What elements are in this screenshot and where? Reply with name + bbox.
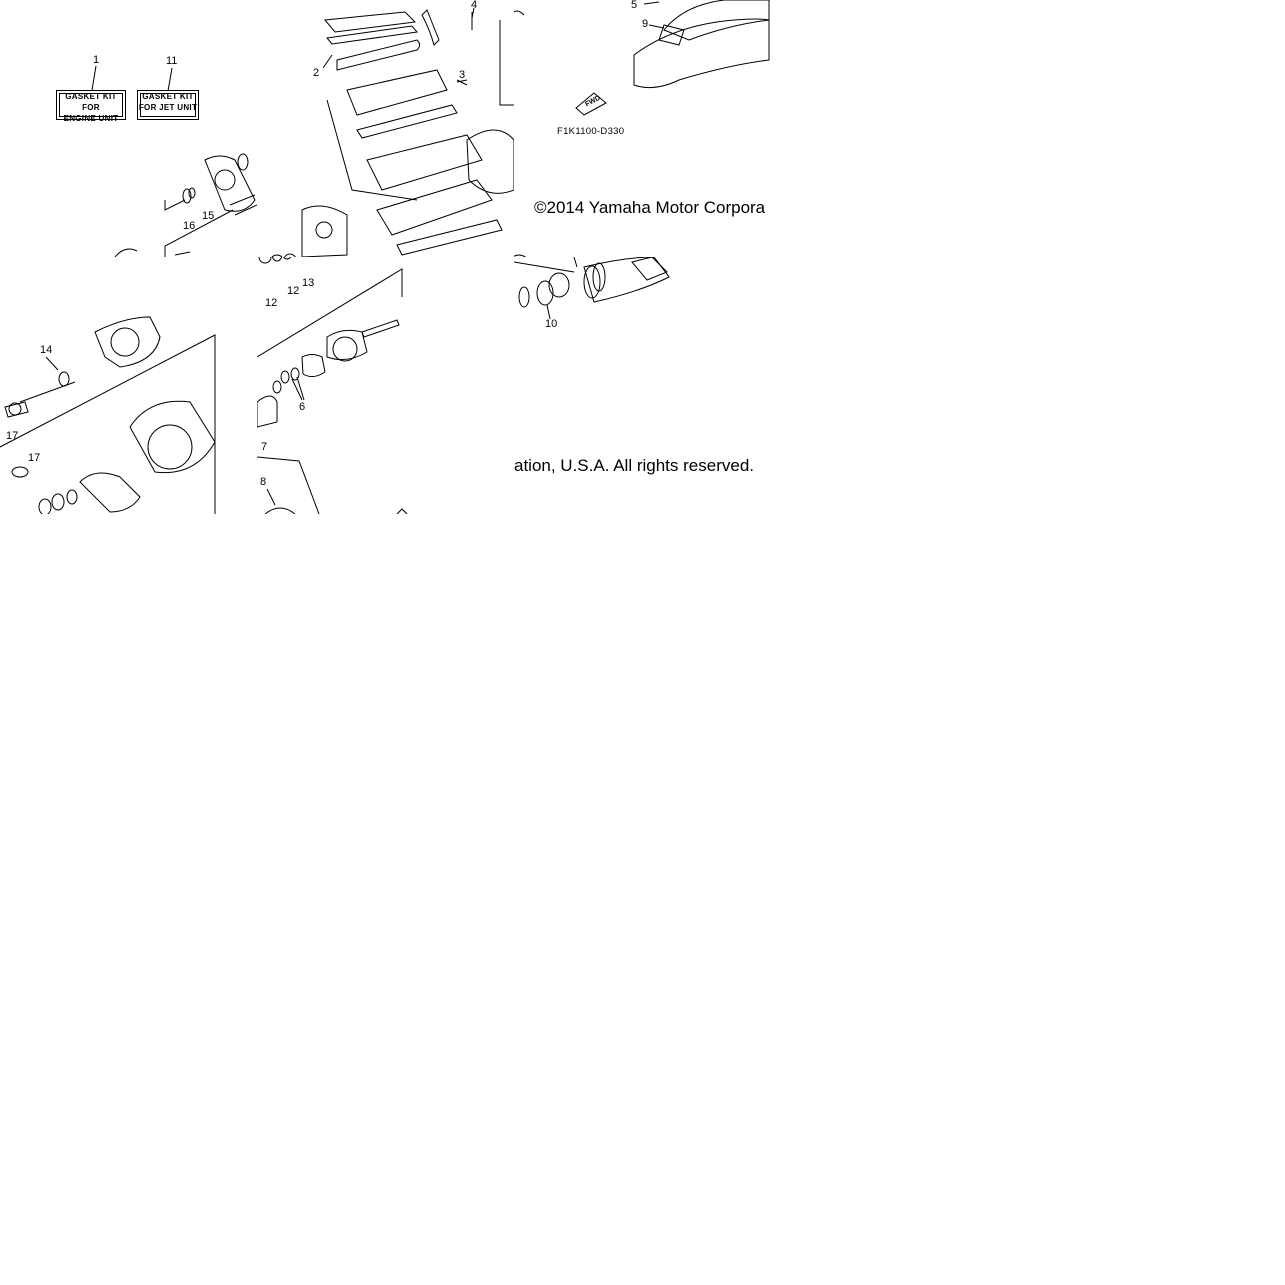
callout-17-a: 17 bbox=[6, 430, 19, 442]
callout-11: 11 bbox=[166, 55, 178, 67]
drive-shaft-drawing bbox=[257, 257, 408, 514]
callout-5: 5 bbox=[631, 0, 638, 11]
callout-14: 14 bbox=[40, 344, 53, 356]
copyright-text-part2: ation, U.S.A. All rights reserved. bbox=[514, 456, 754, 475]
figure-code: F1K1100-D330 bbox=[557, 126, 625, 137]
engine-gasket-kit-label: GASKET KIT FOR ENGINE UNIT bbox=[56, 90, 126, 123]
callout-1: 1 bbox=[93, 54, 100, 66]
callout-15: 15 bbox=[202, 210, 215, 222]
intake-drawing bbox=[514, 257, 670, 320]
diagram-tile-bottom-right: 10 ation, U.S.A. All rights reserved. bbox=[514, 257, 771, 514]
diagram-tile-bottom-left: 14 17 17 bbox=[0, 257, 257, 514]
callout-12-a: 12 bbox=[265, 297, 278, 309]
engine-kit-line-2: ENGINE UNIT bbox=[63, 114, 119, 123]
callout-6: 6 bbox=[299, 401, 306, 413]
engine-kit-line-1: GASKET KIT FOR bbox=[65, 92, 117, 112]
callout-7: 7 bbox=[261, 441, 268, 453]
callout-12-b: 12 bbox=[287, 285, 300, 297]
exhaust-drawing bbox=[514, 0, 770, 257]
callout-3: 3 bbox=[459, 69, 466, 81]
parts-drawing bbox=[91, 65, 257, 257]
callout-17-b: 17 bbox=[28, 452, 41, 464]
jet-kit-line-1: GASKET KIT bbox=[142, 92, 194, 101]
jet-pump-drawing bbox=[0, 316, 216, 514]
diagram-tile-top-right: 5 9 FWD F1K1100-D330 ©2014 Yamaha Motor … bbox=[514, 0, 771, 257]
callout-10: 10 bbox=[545, 318, 558, 330]
callout-13: 13 bbox=[302, 277, 315, 289]
callout-9: 9 bbox=[642, 18, 649, 30]
copyright-text-part1: ©2014 Yamaha Motor Corpora bbox=[534, 198, 766, 217]
callout-4: 4 bbox=[471, 0, 478, 11]
diagram-tile-top-left: GASKET KIT FOR ENGINE UNIT GASKET KIT FO… bbox=[0, 0, 257, 257]
callout-8: 8 bbox=[260, 476, 267, 488]
callout-16: 16 bbox=[183, 220, 196, 232]
callout-2: 2 bbox=[313, 67, 320, 79]
jet-gasket-kit-label: GASKET KIT FOR JET UNIT bbox=[137, 90, 199, 120]
diagram-tile-top-center: 2 3 4 bbox=[257, 0, 514, 257]
engine-drawing bbox=[271, 7, 514, 257]
jet-kit-line-2: FOR JET UNIT bbox=[138, 103, 198, 112]
diagram-tile-bottom-center: 12 12 13 6 7 8 bbox=[257, 257, 514, 514]
